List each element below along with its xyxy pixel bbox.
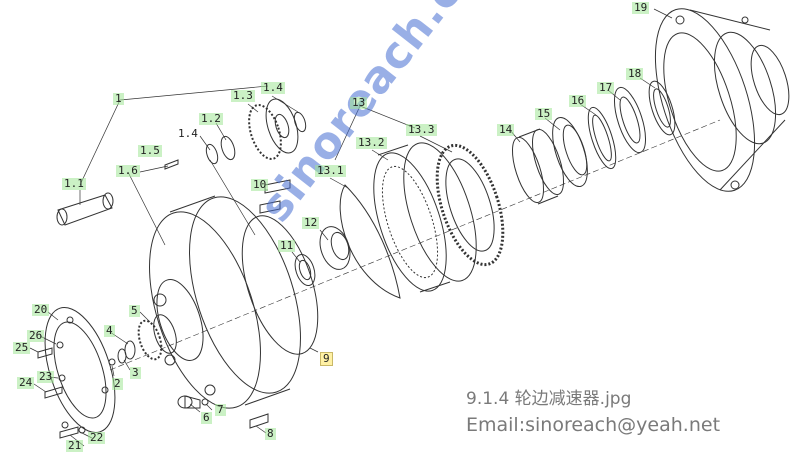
caption-filename: 9.1.4 轮边减速器.jpg — [466, 389, 632, 409]
part-1-3-planet-gear — [248, 98, 299, 160]
callout-9: 9 — [320, 352, 333, 366]
callout-19: 19 — [632, 1, 650, 14]
part-14-sleeve — [511, 128, 565, 205]
callout-1-4-left: 1.4 — [178, 127, 198, 140]
callout-15: 15 — [535, 107, 553, 120]
callout-14: 14 — [497, 123, 515, 136]
caption-email: Email:sinoreach@yeah.net — [466, 414, 721, 436]
callout-17: 17 — [597, 81, 615, 94]
part-1-2-ring — [220, 135, 236, 161]
callout-20: 20 — [32, 303, 50, 316]
callout-1-4-right: 1.4 — [261, 81, 285, 94]
callout-1-3: 1.3 — [231, 89, 255, 102]
part-1-1-shaft — [56, 192, 114, 226]
part-13-1-snap-ring — [339, 184, 401, 299]
callout-2: 2 — [112, 377, 123, 390]
callout-24: 24 — [17, 376, 35, 389]
part-13-3-gear — [435, 143, 505, 267]
part-7-washer — [201, 398, 209, 406]
callout-8: 8 — [265, 427, 276, 440]
callout-5: 5 — [129, 304, 140, 317]
part-11-washer — [294, 254, 316, 286]
callout-3: 3 — [130, 366, 141, 379]
part-12-nut — [319, 226, 351, 270]
callout-23: 23 — [37, 370, 55, 383]
callout-13: 13 — [350, 96, 368, 109]
callout-25: 25 — [13, 341, 31, 354]
part-1-4-ring-left — [205, 143, 219, 165]
callout-13-1: 13.1 — [315, 164, 346, 177]
callout-18: 18 — [626, 67, 644, 80]
callout-1: 1 — [113, 92, 124, 105]
callout-1-5: 1.5 — [138, 144, 162, 157]
callout-21: 21 — [66, 439, 84, 452]
callout-6: 6 — [201, 411, 212, 424]
callout-1-1: 1.1 — [62, 177, 86, 190]
callout-1-2: 1.2 — [199, 112, 223, 125]
callout-16: 16 — [569, 94, 587, 107]
callout-13-3: 13.3 — [406, 123, 437, 136]
part-1-5-pin — [164, 159, 179, 170]
part-17-bearing — [613, 86, 647, 154]
part-9-o-ring — [241, 215, 319, 355]
part-18-seal — [648, 80, 676, 136]
callout-7: 7 — [215, 403, 226, 416]
part-6-plug — [177, 395, 201, 409]
callout-13-2: 13.2 — [356, 136, 387, 149]
centre-axis — [109, 119, 721, 371]
part-1-6-carrier — [149, 195, 301, 409]
callout-11: 11 — [278, 239, 296, 252]
part-3-ring — [117, 348, 127, 364]
part-4-washer — [124, 340, 136, 360]
part-5-sun-gear — [137, 314, 177, 361]
part-1-4-ring-right — [293, 111, 307, 133]
part-16-ring — [587, 106, 617, 170]
part-13-2-ring-gear — [373, 142, 477, 293]
part-8-bolt — [249, 413, 269, 429]
callout-22: 22 — [88, 431, 106, 444]
callout-12: 12 — [302, 216, 320, 229]
part-19-hub — [654, 8, 790, 192]
callout-1-6: 1.6 — [116, 164, 140, 177]
callout-10: 10 — [251, 178, 269, 191]
callout-26: 26 — [27, 329, 45, 342]
callout-4: 4 — [104, 324, 115, 337]
part-15-bearing — [552, 116, 588, 188]
